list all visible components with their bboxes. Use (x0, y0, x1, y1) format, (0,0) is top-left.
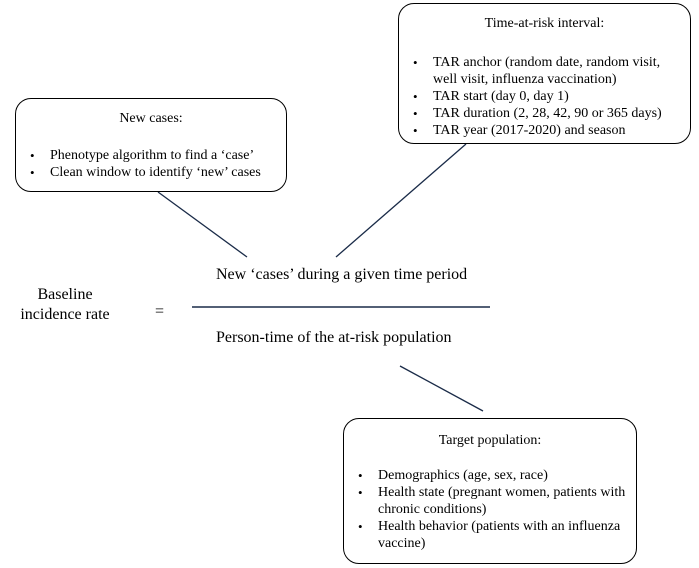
list-item: Clean window to identify ‘new’ cases (30, 164, 280, 181)
list-item: TAR duration (2, 28, 42, 90 or 365 days) (413, 105, 685, 122)
baseline-incidence-rate-label: Baseline incidence rate (0, 285, 130, 325)
numerator-text: New ‘cases’ during a given time period (216, 266, 468, 283)
list-item: TAR year (2017-2020) and season (413, 122, 685, 139)
denominator-text: Person-time of the at-risk population (216, 329, 452, 346)
time-at-risk-title: Time-at-risk interval: (484, 16, 605, 31)
lhs-line-1: Baseline (37, 286, 93, 303)
population-connector (399, 365, 484, 412)
target-population-box: Target population: Demographics (age, se… (343, 418, 637, 564)
list-item: Demographics (age, sex, race) (358, 467, 628, 484)
equals-sign: = (155, 303, 165, 320)
lhs-line-2: incidence rate (20, 306, 110, 323)
list-item: Health behavior (patients with an influe… (358, 518, 628, 552)
list-item: TAR start (day 0, day 1) (413, 88, 685, 105)
new-cases-box: New cases: Phenotype algorithm to find a… (15, 98, 287, 192)
list-item: Health state (pregnant women, patients w… (358, 484, 628, 518)
time-at-risk-box: Time-at-risk interval: TAR anchor (rando… (398, 3, 691, 144)
new-cases-title: New cases: (119, 111, 183, 126)
new-cases-connector (157, 191, 248, 258)
new-cases-list: Phenotype algorithm to find a ‘case’ Cle… (30, 147, 280, 181)
tar-connector (335, 143, 467, 258)
list-item: Phenotype algorithm to find a ‘case’ (30, 147, 280, 164)
target-population-title: Target population: (438, 433, 542, 448)
target-population-list: Demographics (age, sex, race) Health sta… (358, 467, 628, 552)
time-at-risk-list: TAR anchor (random date, random visit, w… (413, 54, 685, 139)
list-item: TAR anchor (random date, random visit, w… (413, 54, 685, 88)
